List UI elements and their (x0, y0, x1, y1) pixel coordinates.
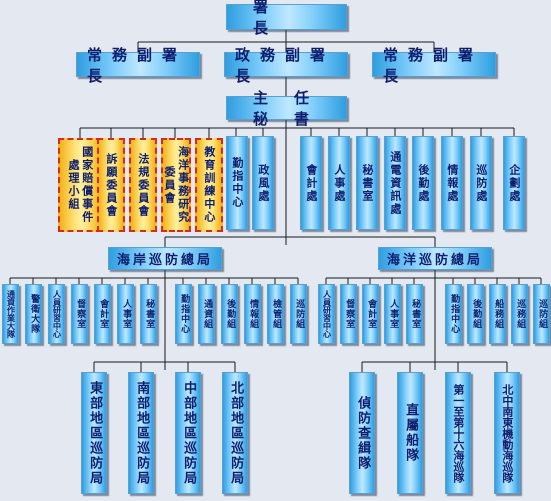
ocean-unit-patrol: 巡防組 (533, 284, 550, 344)
head-box: 署 長 (226, 0, 347, 37)
coast-command-box: 海岸巡防總局 (108, 247, 222, 270)
coast-unit-patrol: 巡防組 (290, 284, 307, 344)
coast-unit-accounting: 會計室 (94, 284, 111, 344)
coast-unit-intelligence: 情報組 (244, 284, 261, 344)
coast-unit-inspection-control: 檢管組 (267, 284, 284, 344)
ocean-unit-personnel: 人事室 (384, 284, 401, 344)
coast-unit-personnel: 人事室 (117, 284, 134, 344)
coast-unit-logistics: 後勤組 (221, 284, 238, 344)
dept-command-center: 勤指中心 (226, 136, 248, 230)
fleet-mobile-patrol: 北中南東機動海巡隊 (494, 372, 520, 494)
fleet-investigation: 偵防查緝隊 (349, 372, 375, 494)
bureau-south: 南部地區巡防局 (128, 372, 154, 494)
education-training-center: 教育訓練中心 (195, 138, 223, 232)
dept-ethics: 政風處 (252, 136, 274, 230)
deputy-box-3: 常務副署長 (372, 46, 496, 85)
ocean-unit-inspection: 督察室 (340, 284, 357, 344)
dept-secretariat: 秘書室 (356, 136, 378, 230)
deputy-box-1: 常務副署長 (76, 46, 200, 85)
committee-regulations: 法規委員會 (129, 138, 157, 232)
ocean-unit-accounting: 會計室 (362, 284, 379, 344)
coast-unit-guard-brigade: 警衛大隊 (25, 284, 42, 344)
coast-unit-comms-brigade: 通資作業大隊 (2, 284, 19, 344)
deputy-box-2: 政務副署長 (224, 46, 348, 85)
fleet-patrol-squadrons: 第一至第十六海巡隊 (445, 372, 471, 494)
ocean-unit-training-center: 人員研習中心 (318, 284, 335, 344)
coast-unit-command-center: 勤指中心 (175, 284, 192, 344)
committee-national-compensation: 國家賠償事件處理小組 (58, 138, 102, 232)
secretary-box: 主任秘書 (226, 89, 347, 128)
bureau-east: 東部地區巡防局 (81, 372, 107, 494)
dept-personnel: 人事處 (328, 136, 350, 230)
ocean-unit-command-center: 勤指中心 (445, 284, 462, 344)
dept-planning: 企劃處 (503, 136, 525, 230)
dept-telecom-info: 通電資訊處 (384, 136, 406, 230)
dept-accounting: 會計處 (300, 136, 322, 230)
fleet-direct-vessels: 直屬船隊 (397, 372, 423, 494)
ocean-unit-secretariat: 秘書室 (406, 284, 423, 344)
committee-appeal: 訴願委員會 (97, 138, 125, 232)
coast-unit-training-center: 人員研習中心 (48, 284, 65, 344)
dept-patrol: 巡防處 (470, 136, 492, 230)
ocean-unit-patrol-affairs: 巡務組 (511, 284, 528, 344)
ocean-command-box: 海洋巡防總局 (378, 247, 492, 270)
ocean-unit-logistics: 後勤組 (467, 284, 484, 344)
dept-logistics: 後勤處 (412, 136, 434, 230)
committee-ocean-affairs: 海洋事務研究委員會 (161, 138, 191, 232)
ocean-unit-vessel-affairs: 船務組 (489, 284, 506, 344)
coast-unit-comms-group: 通資組 (198, 284, 215, 344)
bureau-central: 中部地區巡防局 (175, 372, 201, 494)
coast-unit-inspection: 督察室 (71, 284, 88, 344)
bureau-north: 北部地區巡防局 (222, 372, 248, 494)
dept-intelligence: 情報處 (441, 136, 463, 230)
coast-unit-secretariat: 秘書室 (140, 284, 157, 344)
